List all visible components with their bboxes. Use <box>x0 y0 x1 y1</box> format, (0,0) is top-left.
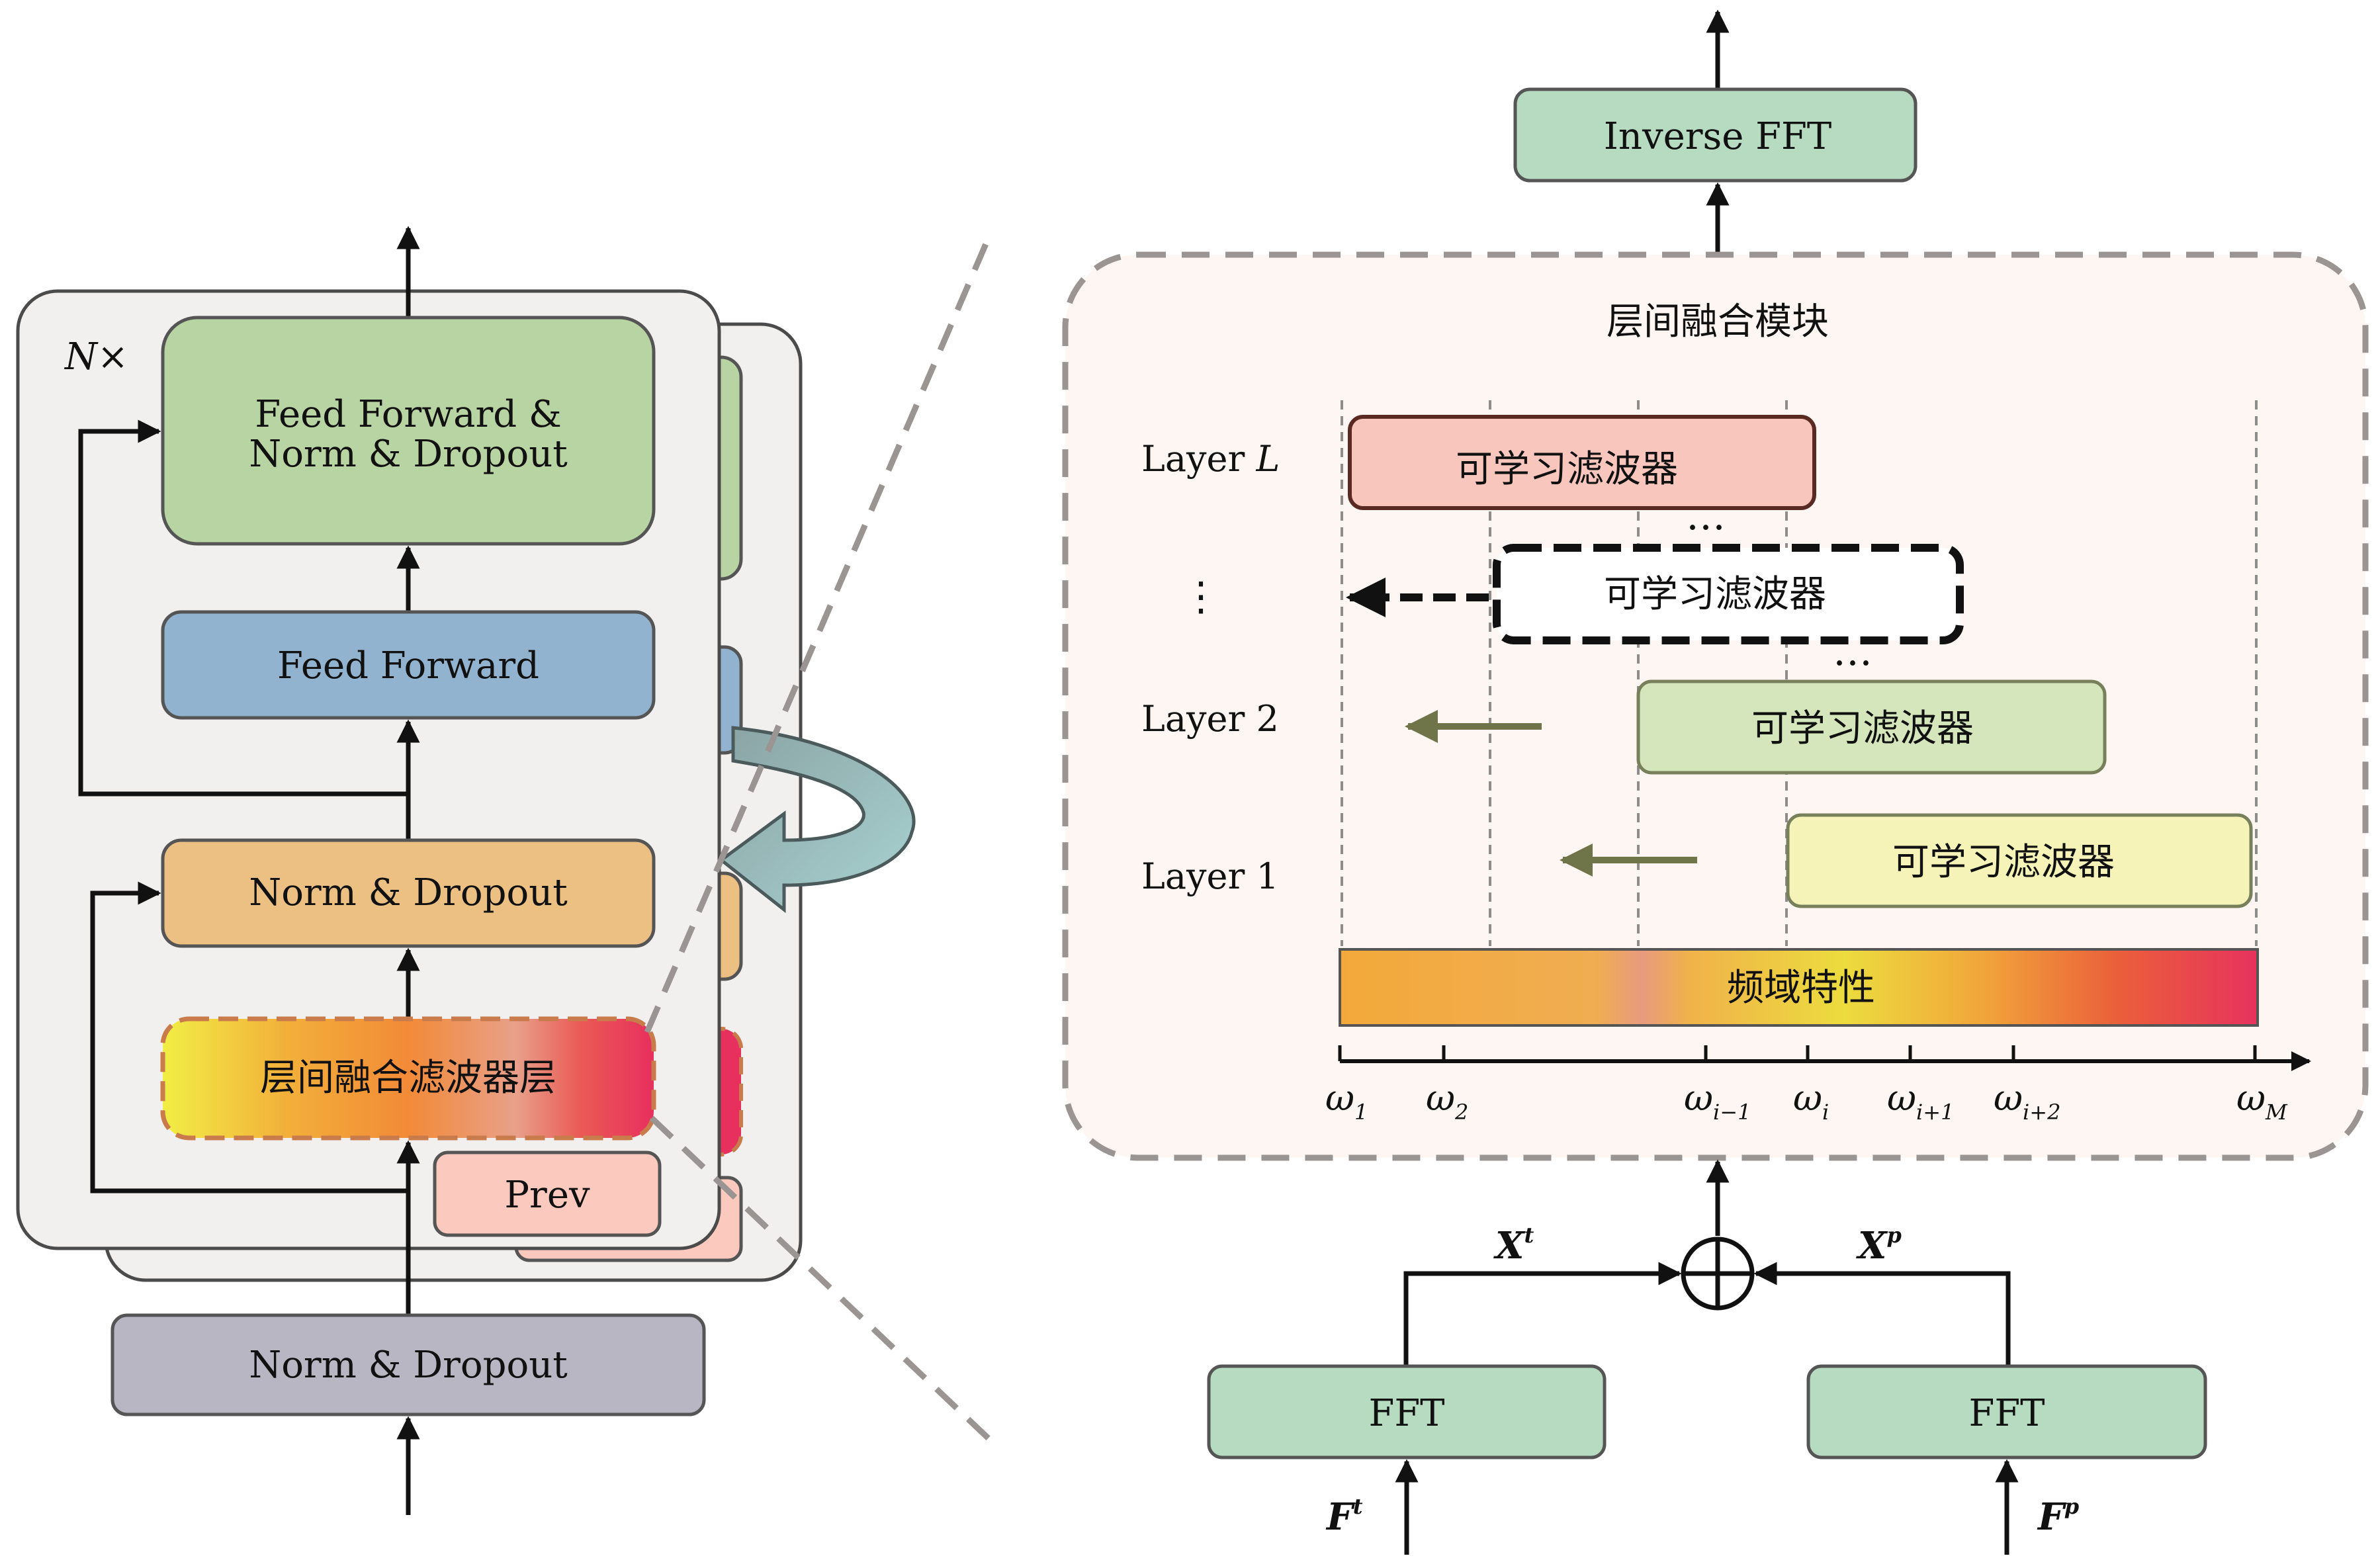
zoom-line-top <box>644 230 994 1033</box>
fft-right-label: FFT <box>1968 1392 2045 1435</box>
filter-layer-l <box>1348 415 1816 510</box>
filter-layer-2-label: 可学习滤波器 <box>1751 707 1974 750</box>
omega-m: ωM <box>2236 1077 2288 1125</box>
residual-upper <box>78 419 408 797</box>
frequency-grid <box>1341 400 2258 946</box>
ft-base: F <box>1325 1495 1356 1539</box>
axis-ticks <box>1338 1045 2257 1061</box>
layer-l-italic: L <box>1256 438 1280 480</box>
feed-forward-label: Feed Forward <box>277 644 539 687</box>
feed-forward-block <box>161 610 656 720</box>
layer-dots-label: ⋮ <box>1181 574 1221 620</box>
ffn-norm-block <box>161 316 656 546</box>
inverse-fft-block <box>1513 87 1917 183</box>
fusion-filter-label: 层间融合滤波器层 <box>260 1057 556 1100</box>
filter-layer-dots-label: 可学习滤波器 <box>1604 573 1826 616</box>
xt-base: X <box>1493 1224 1526 1268</box>
recurrence-curl-arrow <box>718 726 916 914</box>
omega-i+1-sub: i+1 <box>1916 1100 1954 1125</box>
xp-path <box>1753 1262 2011 1366</box>
inverse-fft-label: Inverse FFT <box>1604 115 1831 158</box>
prev-label: Prev <box>504 1174 590 1217</box>
layer-2-label: Layer 2 <box>1141 698 1279 740</box>
omega-m-sub: M <box>2265 1100 2288 1125</box>
omega-1-base: ω <box>1325 1077 1354 1119</box>
prev-block <box>433 1150 662 1237</box>
xp-label: Xp <box>1856 1223 1902 1268</box>
filter-layer-l-label: 可学习滤波器 <box>1456 448 1678 491</box>
norm-dropout-bottom-label: Norm & Dropout <box>249 1344 568 1387</box>
xt-label: Xt <box>1493 1223 1534 1268</box>
ffn-norm-line1: Feed Forward & <box>255 393 562 436</box>
repeat-label: N× <box>64 335 128 378</box>
omega-1: ω1 <box>1325 1077 1368 1125</box>
filter-layer-2 <box>1636 679 2107 775</box>
fp-sup: p <box>2064 1494 2079 1519</box>
filter-layer-dots <box>1493 544 1964 644</box>
omega-i+1: ωi+1 <box>1887 1077 1954 1125</box>
fft-left-label: FFT <box>1368 1392 1444 1435</box>
omega-2-base: ω <box>1426 1077 1455 1119</box>
xt-path <box>1403 1262 1682 1366</box>
omega-i+2: ωi+2 <box>1994 1077 2060 1125</box>
frequency-bar-label: 频域特性 <box>1727 967 1875 1010</box>
norm-dropout-bottom-block <box>110 1313 706 1416</box>
filter-layer-1 <box>1786 813 2253 908</box>
fft-right-block <box>1806 1364 2207 1459</box>
ellipsis-top: … <box>1686 493 1726 539</box>
module-title: 层间融合模块 <box>1607 300 1829 343</box>
omega-i+2-sub: i+2 <box>2023 1100 2060 1125</box>
residual-lower <box>90 881 408 1193</box>
omega-m-base: ω <box>2236 1077 2266 1119</box>
filter-layer-1-label: 可学习滤波器 <box>1892 841 2115 884</box>
omega-i-base: ω <box>1793 1077 1822 1119</box>
ft-label: Ft <box>1325 1494 1363 1539</box>
xp-sup: p <box>1886 1223 1901 1248</box>
ffn-norm-line2: Norm & Dropout <box>249 433 568 476</box>
omega-2: ω2 <box>1426 1077 1468 1125</box>
axis-tick-labels: ω1 ω2 ωi−1 ωi ωi+1 ωi+2 ωM <box>1325 1077 2288 1125</box>
omega-i+1-base: ω <box>1887 1077 1916 1119</box>
omega-2-sub: 2 <box>1454 1100 1468 1125</box>
xp-base: X <box>1856 1224 1888 1268</box>
norm-dropout-inner-label: Norm & Dropout <box>249 871 568 914</box>
omega-1-sub: 1 <box>1354 1100 1368 1125</box>
omega-i-1-base: ω <box>1684 1077 1713 1119</box>
layer-l-text: Layer <box>1141 438 1256 480</box>
zoom-line-bottom <box>649 1115 995 1445</box>
omega-i-1-sub: i−1 <box>1713 1100 1751 1125</box>
omega-i+2-base: ω <box>1994 1077 2023 1119</box>
ellipsis-mid: … <box>1833 629 1873 675</box>
ft-sup: t <box>1353 1494 1363 1519</box>
fp-label: Fp <box>2037 1494 2079 1539</box>
xt-sup: t <box>1524 1223 1534 1248</box>
omega-i: ωi <box>1793 1077 1829 1125</box>
fft-left-block <box>1207 1364 1607 1459</box>
fusion-filter-layer <box>160 1016 656 1141</box>
omega-i-sub: i <box>1822 1100 1829 1125</box>
norm-dropout-inner-block <box>161 838 656 948</box>
frequency-characteristic-bar <box>1339 948 2259 1027</box>
omega-i-1: ωi−1 <box>1684 1077 1751 1125</box>
layer-1-label: Layer 1 <box>1141 855 1279 897</box>
layer-l-label: Layer L <box>1141 438 1280 480</box>
fp-base: F <box>2037 1495 2067 1539</box>
